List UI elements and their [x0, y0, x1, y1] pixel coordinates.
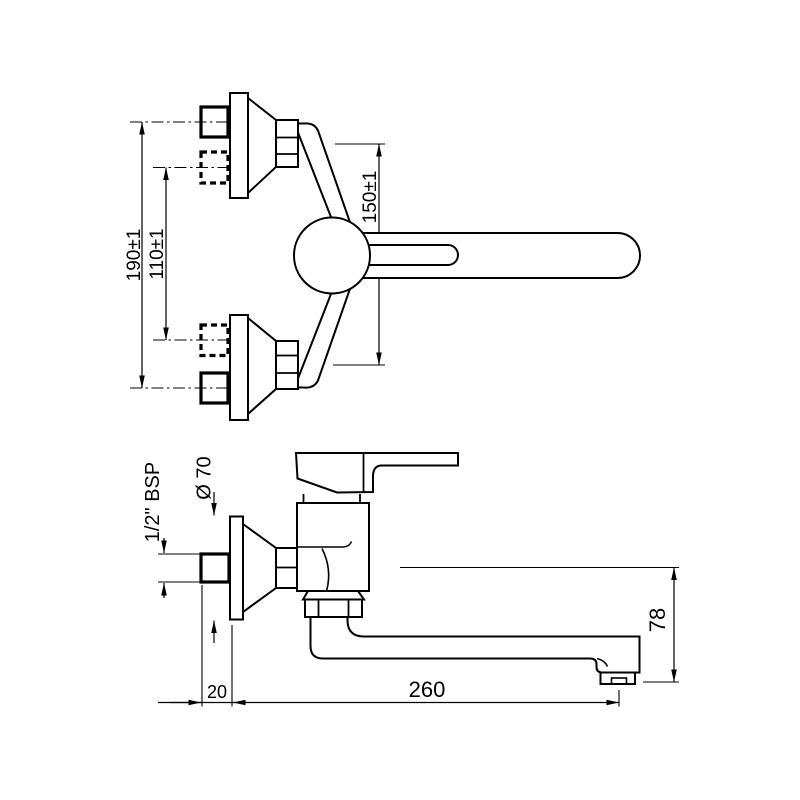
escutcheon-cone-bottom — [247, 315, 277, 417]
body-dome-contour — [321, 548, 330, 592]
dim-78-label: 78 — [645, 608, 670, 632]
dim-dia70-label: Ø 70 — [194, 456, 216, 499]
cartridge-dome — [293, 216, 371, 295]
handle — [294, 452, 459, 494]
dim-110-label: 110±1 — [147, 228, 168, 279]
inlet-nipple-bottom — [199, 371, 230, 405]
hex-nut-bottom — [275, 340, 299, 390]
spout-fillet-line — [596, 657, 609, 667]
top-view-dimensions: 190±1 110±1 150±1 — [124, 121, 385, 389]
aerator-outlet — [610, 677, 628, 685]
body-detail-line — [297, 541, 353, 548]
flange-plate — [229, 515, 244, 621]
dim-20-label: 20 — [207, 682, 227, 702]
inlet-nipple-top — [199, 105, 230, 139]
inlet-nipple-hidden-top — [199, 150, 230, 185]
hex-nut-top — [275, 119, 299, 168]
escutcheon-cone — [242, 522, 277, 614]
inlet-nipple — [199, 552, 231, 584]
inlet-nipple-hidden-bottom — [199, 323, 230, 358]
front-view-dimensions: Ø 70 1/2" BSP 78 20 260 — [142, 456, 679, 707]
flange-plate-top — [229, 92, 249, 199]
top-view-fixture — [199, 92, 641, 421]
flange-plate-bottom — [229, 314, 249, 421]
spout-hex-nut — [304, 598, 363, 618]
spout-outline — [309, 616, 641, 674]
escutcheon-cone-top — [247, 95, 277, 196]
dim-bsp-label: 1/2" BSP — [142, 462, 164, 542]
dim-150-label: 150±1 — [360, 171, 381, 224]
dim-190-label: 190±1 — [124, 229, 145, 282]
front-view-fixture — [199, 452, 641, 685]
collar-ring — [301, 590, 366, 601]
dim-260-label: 260 — [409, 677, 446, 702]
front-view: Ø 70 1/2" BSP 78 20 260 — [142, 452, 679, 707]
top-view: 190±1 110±1 150±1 — [124, 92, 641, 421]
